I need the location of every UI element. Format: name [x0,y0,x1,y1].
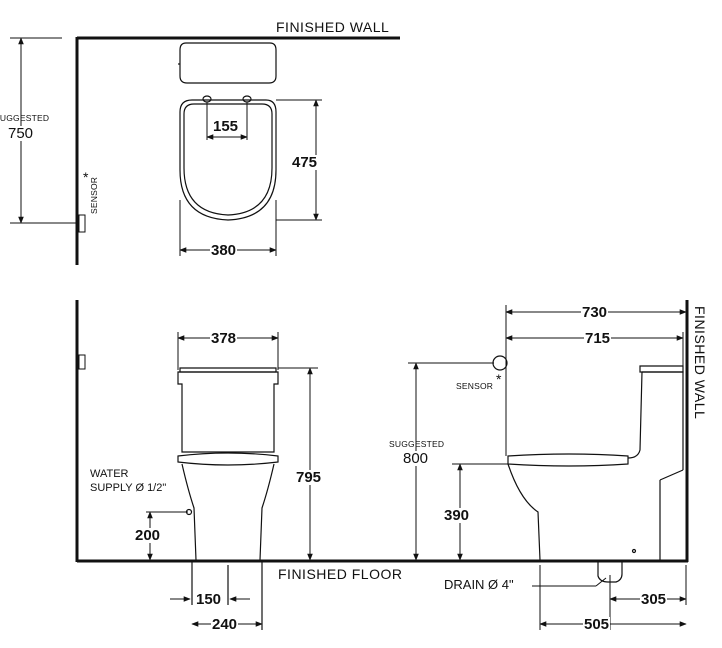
water-supply-label-2: SUPPLY Ø 1/2" [90,482,167,494]
finished-wall-label-side: FINISHED WALL [692,306,708,420]
suggested-label-top: SUGGESTED [0,113,50,123]
drain-label: DRAIN Ø 4" [444,577,514,592]
dim-380: 380 [210,242,238,259]
wall-lines-top-view [75,36,400,265]
dim-750: 750 [7,125,35,142]
dim-200: 200 [134,527,162,544]
dim-475: 475 [291,154,319,171]
toilet-side-view [492,355,684,583]
wall-floor-lines-front [75,300,689,563]
dim-240: 240 [211,616,239,633]
suggested-label-side: SUGGESTED [389,439,445,449]
toilet-front-view [177,367,279,630]
dim-305: 305 [640,591,668,608]
sensor-star-top: * [83,169,89,185]
finished-wall-label-top: FINISHED WALL [276,19,390,35]
sensor-label-side: SENSOR [456,381,494,391]
sensor-box-top [78,214,86,233]
dim-505: 505 [583,616,611,633]
dim-378: 378 [210,330,238,347]
dimension-lines-top-view [10,37,322,256]
sensor-box-front [78,354,86,370]
dim-155: 155 [212,118,240,135]
sensor-star-side: * [496,371,502,387]
sensor-label-top: SENSOR [89,176,99,214]
dim-730: 730 [581,304,609,321]
finished-floor-label: FINISHED FLOOR [278,566,403,582]
dim-715: 715 [584,330,612,347]
dim-150: 150 [195,591,223,608]
dim-795: 795 [295,469,323,486]
dim-800: 800 [402,450,430,467]
dim-390: 390 [443,507,471,524]
water-supply-label-1: WATER [90,468,129,480]
